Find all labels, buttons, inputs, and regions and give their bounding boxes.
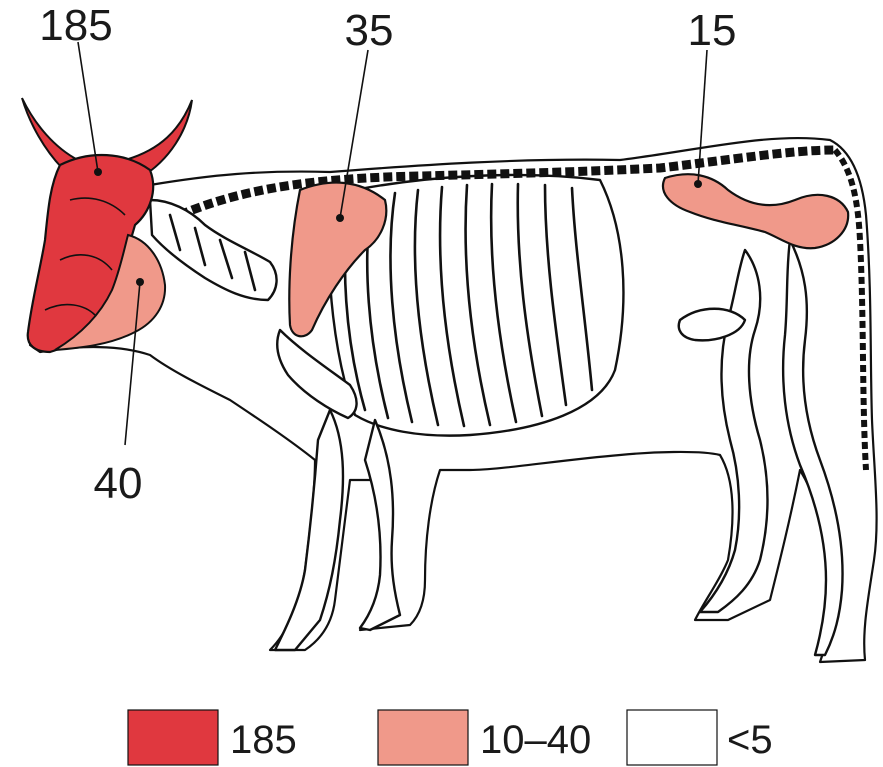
- callout-pelvis: 15: [688, 6, 737, 55]
- legend-swatch-low: [627, 710, 717, 765]
- legend-swatch-high: [128, 710, 218, 765]
- legend-label-mid: 10–40: [480, 718, 591, 762]
- left-horn: [22, 98, 78, 168]
- legend-label-low: <5: [727, 718, 773, 762]
- legend-label-high: 185: [230, 718, 297, 762]
- callout-jaw: 40: [94, 459, 143, 508]
- callout-head: 185: [39, 1, 112, 50]
- legend: 185 10–40 <5: [128, 710, 773, 765]
- callout-scapula: 35: [345, 6, 394, 55]
- legend-swatch-mid: [378, 710, 468, 765]
